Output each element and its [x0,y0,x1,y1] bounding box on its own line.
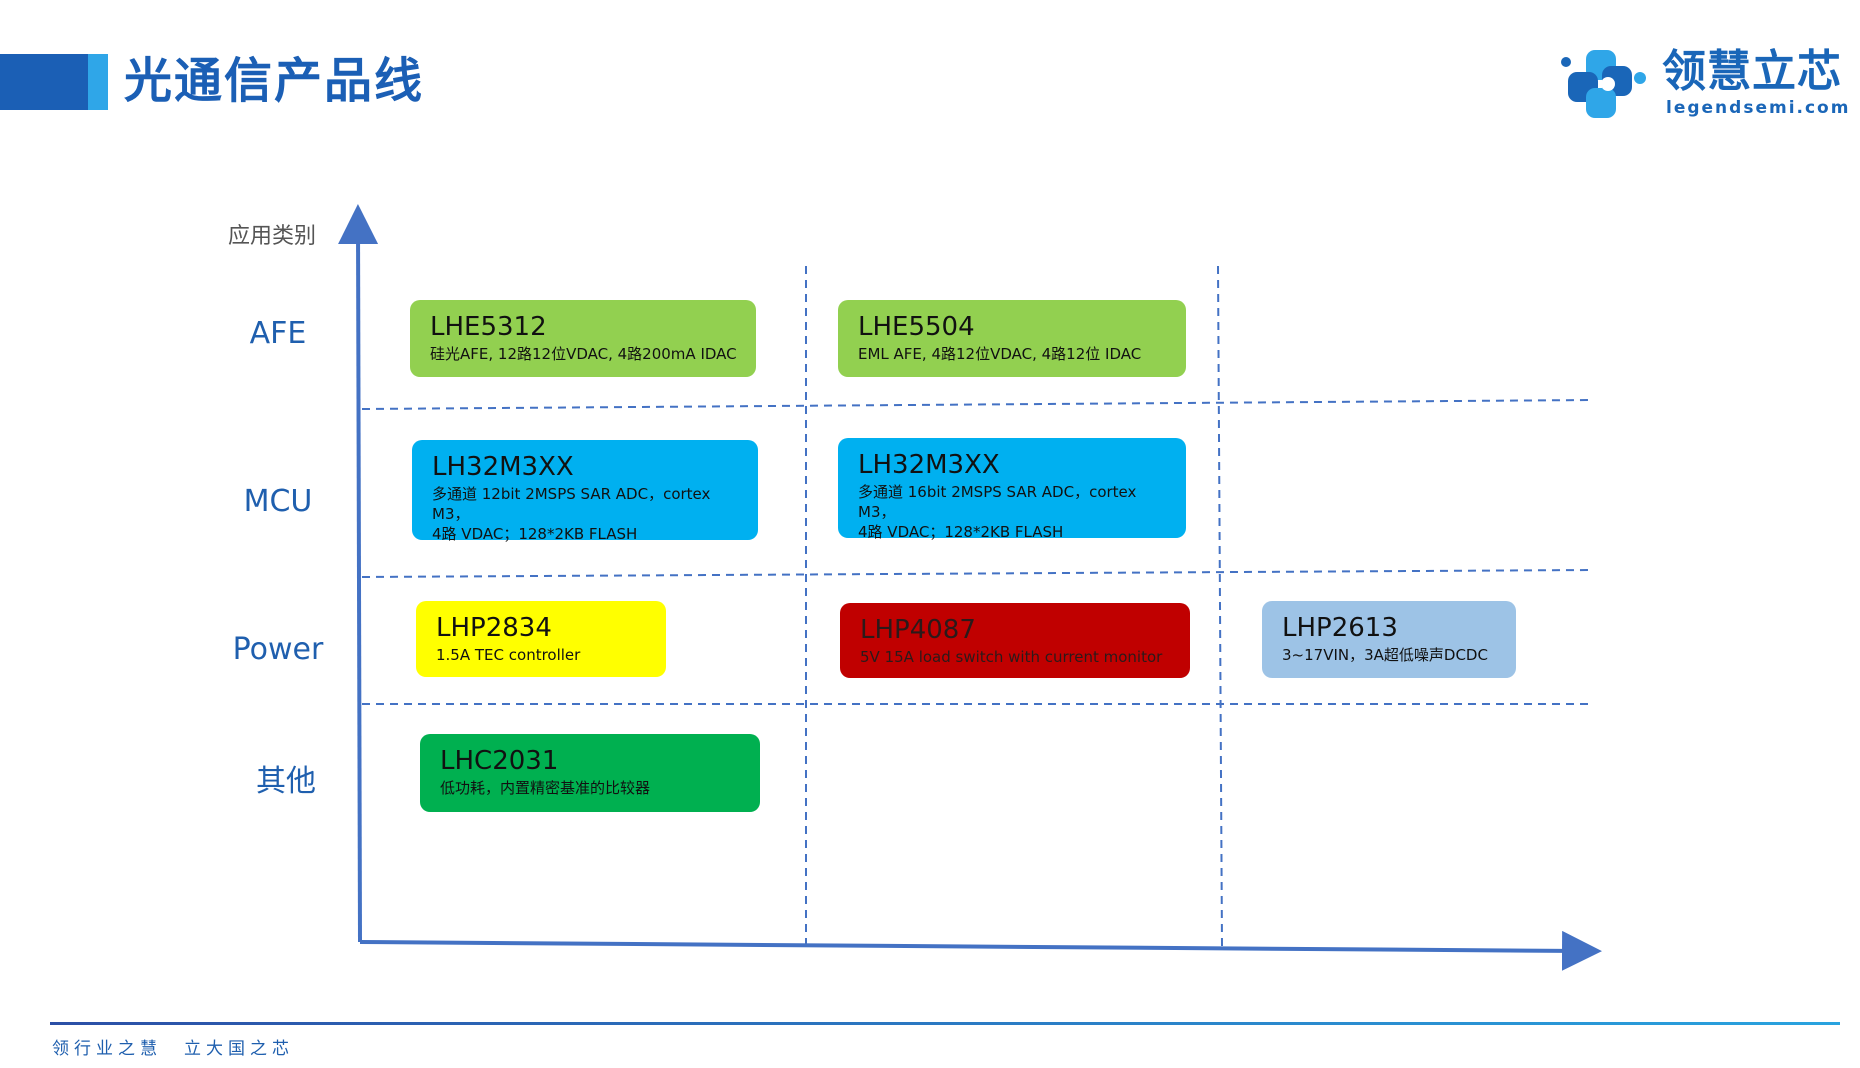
column-divider [1217,265,1223,947]
logo-mark-icon [1561,50,1646,118]
row-label-afe: AFE [249,316,307,351]
row-label-power: Power [232,632,324,667]
product-card-lhp2834[interactable]: LHP2834 1.5A TEC controller [416,601,666,677]
company-logo: 领慧立芯 legendsemi.com [1560,46,1850,122]
y-axis [338,204,379,943]
product-card-lhc2031[interactable]: LHC2031 低功耗，内置精密基准的比较器 [420,734,760,812]
x-axis [359,930,1602,971]
product-description: 低功耗，内置精密基准的比较器 [440,779,651,797]
product-name: LHC2031 [440,746,559,776]
product-name: LHE5504 [858,312,975,342]
product-name: LHE5312 [430,312,547,342]
title-accent-bar [0,54,88,110]
product-card-lhe5504[interactable]: LHE5504 EML AFE, 4路12位VDAC, 4路12位 IDAC [838,300,1186,377]
logo-text: 领慧立芯 [1662,46,1842,97]
row-divider [361,399,1593,410]
product-description: 5V 15A load switch with current monitor [860,648,1163,666]
product-name: LHP4087 [860,615,976,645]
product-description: 1.5A TEC controller [436,646,581,664]
page-title: 光通信产品线 [124,53,425,109]
product-card-lhp4087[interactable]: LHP4087 5V 15A load switch with current … [840,603,1190,678]
product-name: LHP2613 [1282,613,1398,643]
footer-slogan: 领行业之慧 立大国之芯 [52,1039,294,1059]
product-card-lhe5312[interactable]: LHE5312 硅光AFE, 12路12位VDAC, 4路200mA IDAC [410,300,756,377]
product-description: EML AFE, 4路12位VDAC, 4路12位 IDAC [858,345,1142,363]
product-description: 多通道 12bit 2MSPS SAR ADC，cortex M3， 4路 VD… [432,485,711,543]
product-card-lh32m3xx-12bit[interactable]: LH32M3XX 多通道 12bit 2MSPS SAR ADC，cortex … [412,440,758,543]
product-card-lhp2613[interactable]: LHP2613 3~17VIN，3A超低噪声DCDC [1262,601,1516,678]
product-name: LH32M3XX [432,452,574,482]
product-description: 多通道 16bit 2MSPS SAR ADC，cortex M3， 4路 VD… [858,483,1137,541]
footer-divider [50,1022,1840,1025]
product-description: 硅光AFE, 12路12位VDAC, 4路200mA IDAC [430,345,737,363]
row-divider [361,569,1593,578]
y-axis-label: 应用类别 [228,224,317,249]
row-label-mcu: MCU [243,484,313,519]
logo-url: legendsemi.com [1666,98,1851,118]
product-name: LH32M3XX [858,450,1000,480]
title-accent-bar-light [88,54,108,110]
product-description: 3~17VIN，3A超低噪声DCDC [1282,646,1488,664]
product-name: LHP2834 [436,613,552,643]
product-card-lh32m3xx-16bit[interactable]: LH32M3XX 多通道 16bit 2MSPS SAR ADC，cortex … [838,438,1186,541]
row-label-other: 其他 [256,764,316,799]
